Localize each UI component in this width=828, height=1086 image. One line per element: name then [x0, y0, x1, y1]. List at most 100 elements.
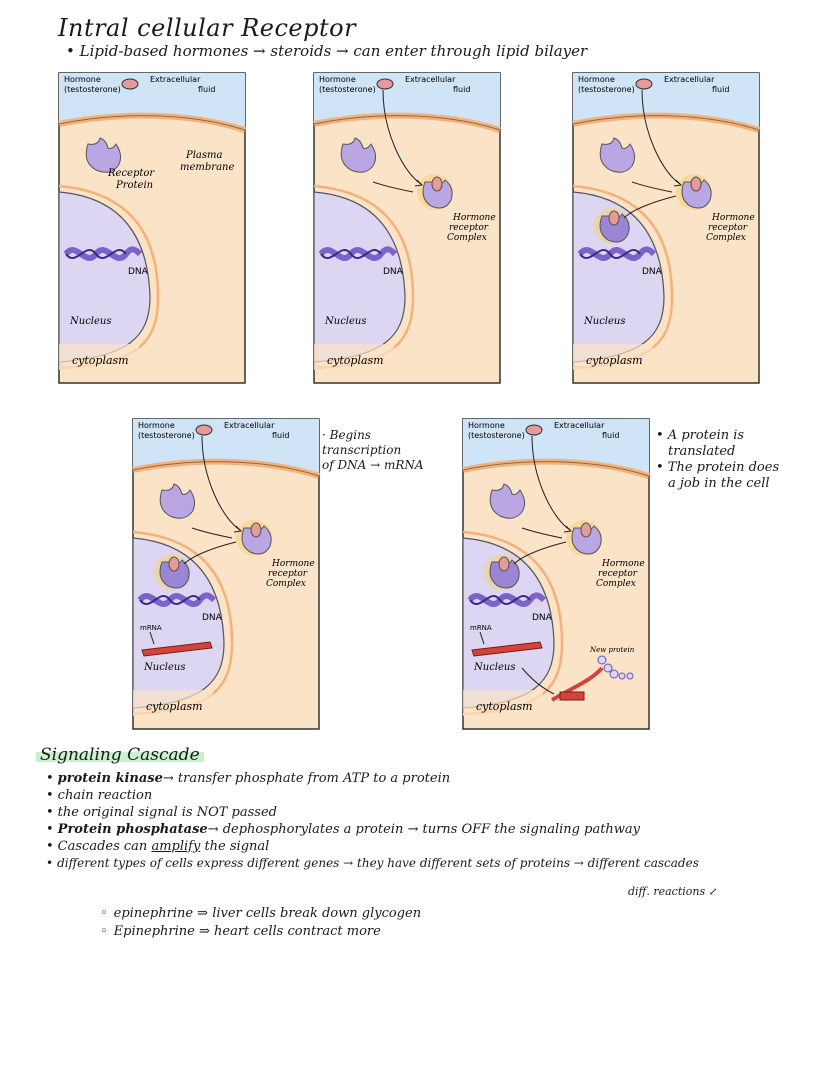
hormone-receptor-complex — [676, 174, 712, 210]
kinase-term: protein kinase — [57, 771, 163, 786]
hormone-entry-arrow — [191, 435, 243, 539]
hormone-label: Hormone — [578, 75, 615, 84]
diagram-panel-5: Hormone (testosterone) Extracellular flu… — [462, 418, 650, 730]
complex-label-3: Complex — [596, 579, 636, 589]
receptor-protein — [85, 137, 122, 173]
cytoplasm-label: cytoplasm — [327, 354, 384, 367]
nuclear-complex — [154, 541, 237, 590]
mrna-strand — [471, 631, 543, 657]
nucleus-label: Nucleus — [324, 316, 366, 327]
nucleus-label: Nucleus — [69, 316, 111, 327]
fluid-label: fluid — [453, 85, 470, 94]
sub-heart: Epinephrine ⇒ heart cells contract more — [100, 924, 381, 939]
panel-svg: Hormone (testosterone) Extracellular flu… — [58, 72, 246, 384]
testosterone-label: (testosterone) — [468, 431, 525, 440]
page-title: Intral cellular Receptor — [58, 14, 357, 42]
fluid-label: fluid — [198, 85, 215, 94]
new-protein — [521, 655, 634, 702]
bullet-cells: different types of cells express differe… — [46, 855, 699, 872]
diagram-panel-1: Hormone (testosterone) Extracellular flu… — [58, 72, 246, 384]
kinase-def: → transfer phosphate from ATP to a prote… — [162, 771, 451, 786]
extracellular-label: Extracellular — [405, 75, 456, 84]
bullet-amplify: Cascades can amplify the signal — [46, 838, 699, 855]
fluid-label: fluid — [602, 431, 619, 440]
complex-label-2: receptor — [449, 223, 489, 233]
testosterone-label: (testosterone) — [578, 85, 635, 94]
cells-text: different types of cells express differe… — [57, 856, 699, 870]
amplify-a: Cascades can — [57, 839, 148, 854]
hormone-shape — [376, 78, 394, 90]
complex-label-1: Hormone — [271, 559, 315, 569]
bullet-original: the original signal is NOT passed — [46, 804, 699, 821]
cascade-title: Signaling Cascade — [36, 745, 204, 765]
hormone-shape — [195, 424, 213, 436]
complex-label-3: Complex — [706, 233, 746, 243]
mrna-label: mRNA — [470, 624, 492, 632]
note-line: of DNA → mRNA — [322, 458, 424, 472]
panel-svg: Hormone (testosterone) Extracellular flu… — [132, 418, 320, 730]
hormone-shape — [121, 78, 139, 90]
note-line: transcription — [322, 443, 402, 457]
nucleus-label: Nucleus — [143, 662, 185, 673]
diagram-panel-2: Hormone (testosterone) Extracellular flu… — [313, 72, 501, 384]
receptor-protein — [489, 483, 526, 519]
panel5-note: • A protein is translated • The protein … — [656, 428, 779, 492]
receptor-protein — [159, 483, 196, 519]
complex-label-1: Hormone — [452, 213, 496, 223]
panel-svg: Hormone (testosterone) Extracellular flu… — [313, 72, 501, 384]
nuclear-complex — [484, 541, 567, 590]
dna-strand-2 — [139, 594, 201, 606]
amplify-b: the signal — [204, 839, 270, 854]
diagram-panel-3: Hormone (testosterone) Extracellular flu… — [572, 72, 760, 384]
hormone-entry-arrow — [631, 89, 683, 193]
note-line: · Begins — [322, 428, 371, 442]
panel-svg: Hormone (testosterone) Extracellular flu… — [462, 418, 650, 730]
complex-label-1: Hormone — [601, 559, 645, 569]
panel-svg: Hormone (testosterone) Extracellular flu… — [572, 72, 760, 384]
nucleus-label: Nucleus — [583, 316, 625, 327]
hormone-shape — [635, 78, 653, 90]
hormone-receptor-complex — [566, 520, 602, 556]
bullet-phosphatase: Protein phosphatase→ dephosphorylates a … — [46, 821, 699, 838]
extracellular-label: Extracellular — [224, 421, 275, 430]
mrna-strand — [141, 631, 213, 657]
original-text: the original signal is NOT passed — [57, 805, 277, 820]
fluid-label: fluid — [712, 85, 729, 94]
bullet-chain: chain reaction — [46, 787, 699, 804]
phosphatase-term: Protein phosphatase — [57, 822, 208, 837]
complex-label-2: receptor — [708, 223, 748, 233]
chain-text: chain reaction — [57, 788, 153, 803]
testosterone-label: (testosterone) — [138, 431, 195, 440]
amplify-word: amplify — [151, 839, 201, 854]
panel4-note: · Begins transcription of DNA → mRNA — [322, 428, 424, 473]
hormone-receptor-complex — [417, 174, 453, 210]
hormone-entry-arrow — [372, 89, 424, 193]
note-line: a job in the cell — [668, 476, 770, 491]
complex-label-3: Complex — [266, 579, 306, 589]
hormone-label: Hormone — [319, 75, 356, 84]
fluid-label: fluid — [272, 431, 289, 440]
hormone-receptor-complex — [236, 520, 272, 556]
cytoplasm-label: cytoplasm — [586, 354, 643, 367]
note-line: • The protein does — [656, 460, 780, 475]
testosterone-label: (testosterone) — [319, 85, 376, 94]
note-line: • A protein is — [656, 428, 745, 443]
mrna-label: mRNA — [140, 624, 162, 632]
dna-label: DNA — [532, 613, 553, 623]
new-protein-label: New protein — [589, 646, 635, 654]
cytoplasm-label: cytoplasm — [72, 354, 129, 367]
hormone-entry-arrow — [521, 435, 573, 539]
dna-label: DNA — [642, 267, 663, 277]
hormone-label: Hormone — [468, 421, 505, 430]
cascade-bullets: protein kinase→ transfer phosphate from … — [46, 770, 699, 872]
nucleus-label: Nucleus — [473, 662, 515, 673]
receptor-protein — [599, 137, 636, 173]
dna-strand-2 — [65, 248, 127, 260]
extracellular-label: Extracellular — [664, 75, 715, 84]
hormone-label: Hormone — [138, 421, 175, 430]
sub-liver: epinephrine ⇒ liver cells break down gly… — [100, 906, 421, 921]
complex-label-3: Complex — [447, 233, 487, 243]
dna-strand-2 — [320, 248, 382, 260]
protein-label: Protein — [115, 180, 153, 191]
extracellular-label: Extracellular — [150, 75, 201, 84]
